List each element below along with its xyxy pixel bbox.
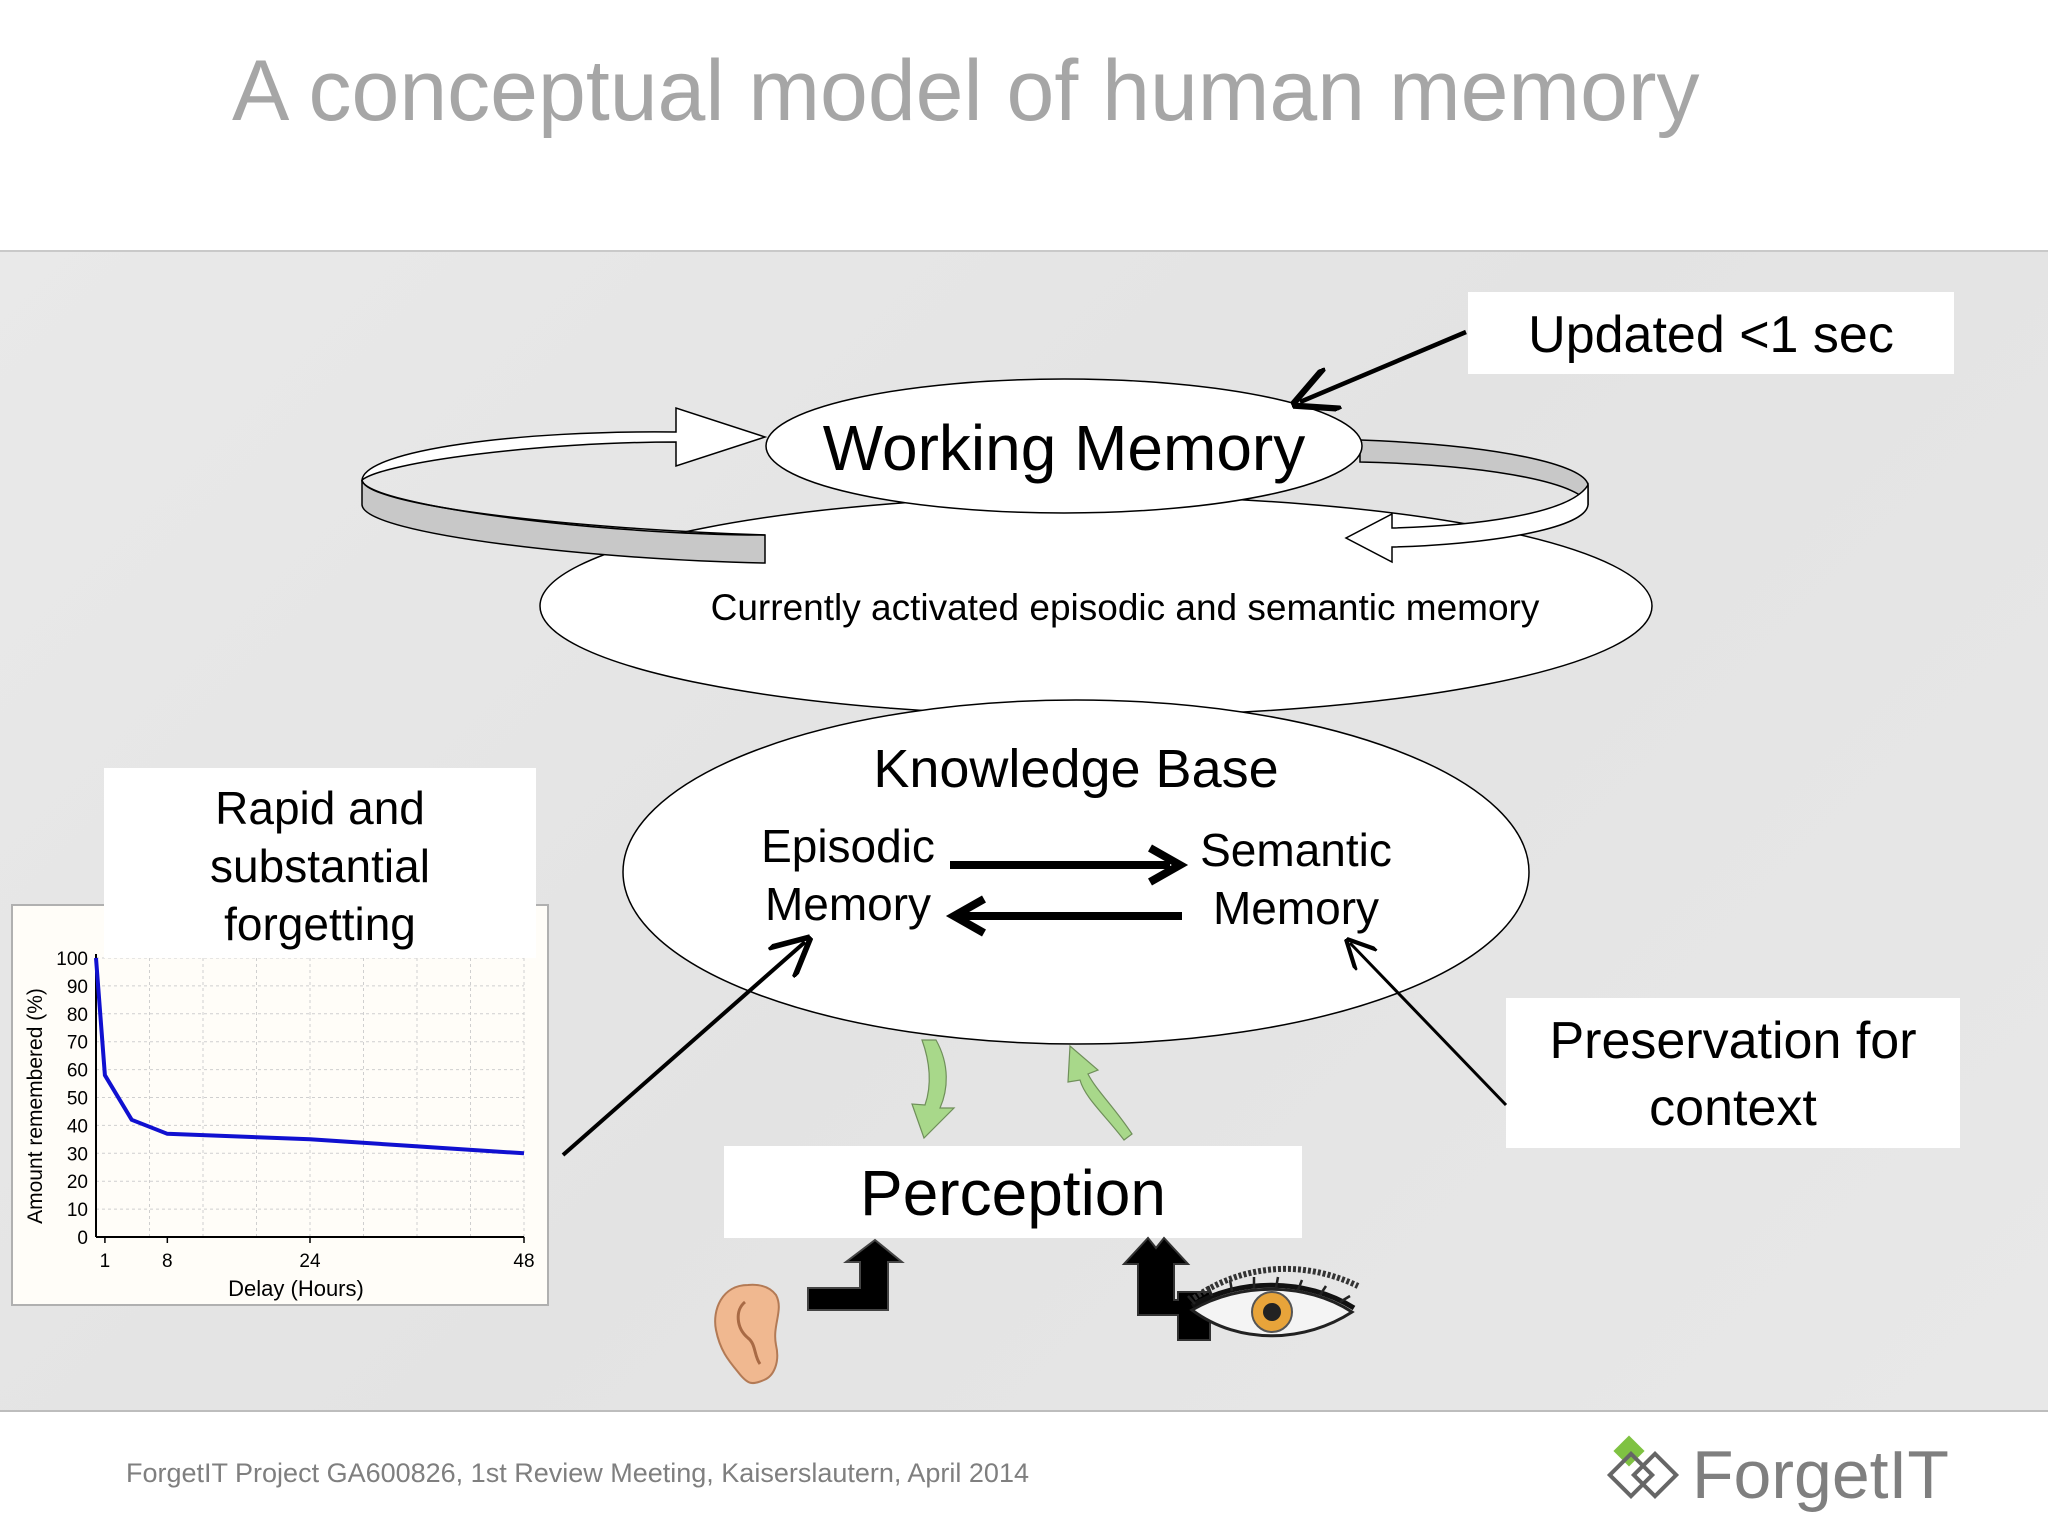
chart-x-tick-label: 24 — [299, 1251, 321, 1272]
chart-y-tick-label: 20 — [67, 1172, 88, 1193]
chart-y-tick-label: 100 — [56, 949, 88, 970]
chart-y-tick-label: 50 — [67, 1089, 88, 1110]
forgetit-logo-text: ForgetIT — [1692, 1437, 1949, 1513]
preservation-arrow — [1350, 943, 1508, 1107]
eye-to-perception-arrow — [1121, 1236, 1211, 1341]
activated-memory-label: Currently activated episodic and semanti… — [711, 587, 1540, 628]
ear-icon — [714, 1283, 780, 1385]
slide-title: A conceptual model of human memory — [232, 43, 1700, 139]
loop-arrow-right — [1344, 439, 1589, 564]
forgetit-logo-icon — [1606, 1435, 1680, 1500]
working-memory-label: Working Memory — [823, 412, 1305, 484]
loop-arrow-left — [361, 406, 768, 564]
chart-y-tick-label: 0 — [77, 1228, 88, 1249]
updated-arrow — [1300, 329, 1467, 402]
green-arrow-down — [911, 1039, 956, 1140]
chart-y-tick-label: 80 — [67, 1005, 88, 1026]
chart-y-ticks: 0 10 20 30 40 50 60 70 80 90 100 — [56, 949, 88, 1249]
chart-y-tick-label: 10 — [67, 1200, 88, 1221]
working-memory-ellipse — [765, 378, 1363, 514]
chart-y-axis-label: Amount remembered (%) — [24, 988, 47, 1224]
chart-y-tick-label: 60 — [67, 1061, 88, 1082]
semantic-label-line-1: Semantic — [1200, 824, 1392, 876]
perception-box — [724, 1146, 1302, 1238]
perception-label: Perception — [860, 1157, 1166, 1229]
preservation-box — [1506, 998, 1960, 1148]
episodic-label-line-2: Memory — [765, 878, 931, 930]
chart-y-tick-label: 70 — [67, 1033, 88, 1054]
forgetting-box-overlay — [104, 768, 536, 958]
semantic-to-episodic-arrow — [945, 895, 1182, 937]
eye-icon — [1187, 1265, 1360, 1338]
updated-box — [1468, 292, 1954, 374]
episodic-label-line-1: Episodic — [761, 820, 935, 872]
ear-to-perception-arrow — [807, 1238, 905, 1311]
preservation-label-line-1: Preservation for — [1549, 1012, 1916, 1070]
slide-header: A conceptual model of human memory — [0, 0, 2048, 252]
updated-label: Updated <1 sec — [1528, 306, 1894, 364]
chart-x-tick-label: 8 — [162, 1251, 173, 1272]
preservation-label-line-2: context — [1649, 1079, 1817, 1137]
semantic-label-line-2: Memory — [1213, 882, 1379, 934]
chart-y-tick-label: 90 — [67, 977, 88, 998]
chart-y-tick-label: 40 — [67, 1116, 88, 1137]
chart-x-tick-label: 48 — [513, 1251, 534, 1272]
forgetting-curve-chart: 0 10 20 30 40 50 60 70 80 90 100 1 8 24 48 Delay (Hou… — [11, 904, 549, 1306]
episodic-to-semantic-arrow — [950, 844, 1189, 886]
forgetting-label-line-1: Rapid and — [215, 782, 425, 834]
forgetting-label-line-3: forgetting — [224, 898, 416, 950]
forgetting-curve-line — [94, 957, 525, 1156]
chart-frame — [11, 904, 549, 1306]
forgetting-label-line-2: substantial — [210, 840, 430, 892]
chart-y-tick-label: 30 — [67, 1144, 88, 1165]
knowledge-base-title: Knowledge Base — [873, 739, 1278, 799]
chart-x-tick-label: 1 — [100, 1251, 111, 1272]
knowledge-base-ellipse — [622, 699, 1530, 1045]
footer-text: ForgetIT Project GA600826, 1st Review Me… — [126, 1458, 1029, 1488]
chart-x-axis-label: Delay (Hours) — [228, 1276, 364, 1301]
forgetting-arrow — [561, 942, 805, 1157]
green-arrow-up — [1067, 1044, 1133, 1141]
chart-x-ticks: 1 8 24 48 — [100, 1237, 535, 1272]
